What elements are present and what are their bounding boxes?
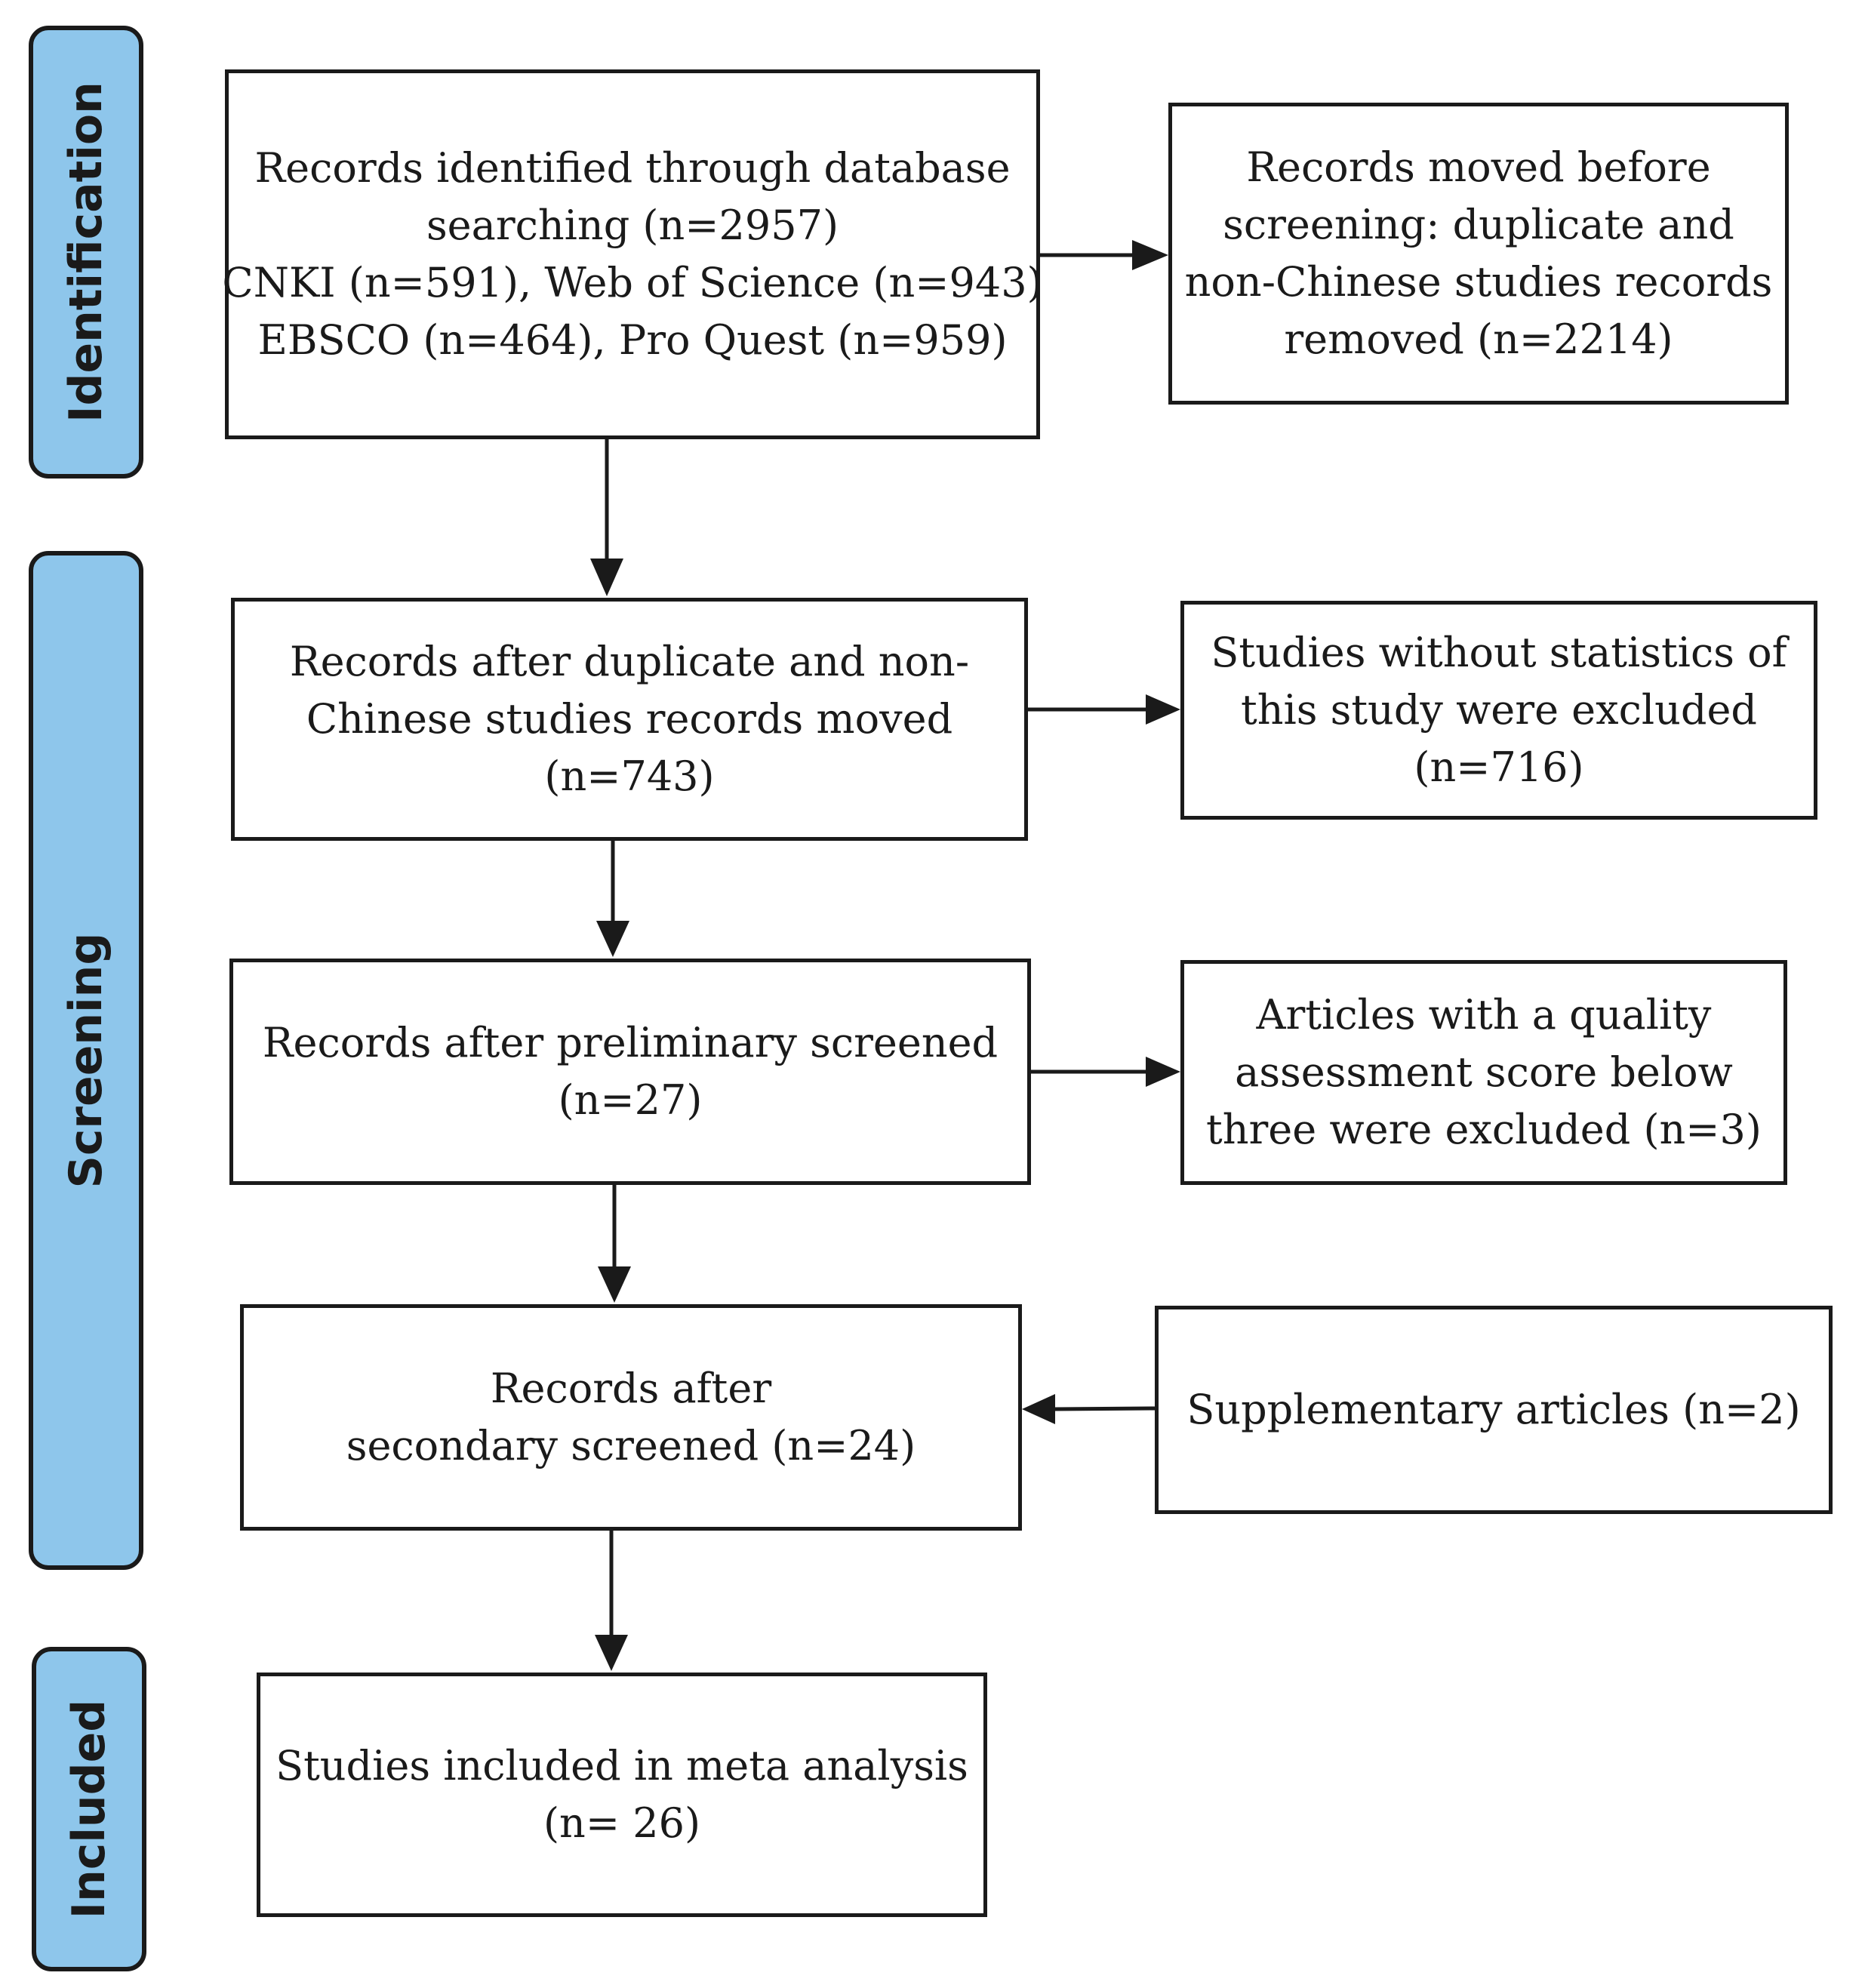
box-line: secondary screened (n=24) [346, 1422, 916, 1469]
arrow-supplementary-to-secondary [1054, 1406, 1156, 1411]
box-records-after-duplicates: Records after duplicate and non- Chinese… [231, 598, 1028, 841]
phase-included: Included [32, 1647, 146, 1971]
box-low-quality-excluded: Articles with a quality assessment score… [1180, 960, 1787, 1185]
box-line: Records identified through database [254, 144, 1011, 192]
box-studies-included: Studies included in meta analysis (n= 26… [257, 1673, 987, 1917]
arrowhead-supplementary-to-secondary [1022, 1394, 1055, 1424]
box-records-after-secondary: Records after secondary screened (n=24) [240, 1304, 1022, 1531]
box-records-identified: Records identified through database sear… [222, 69, 1043, 439]
box-line: Articles with a quality [1256, 991, 1712, 1039]
phase-identification: Identification [29, 26, 143, 479]
box-line: three were excluded (n=3) [1206, 1106, 1762, 1153]
box-line: searching (n=2957) [426, 202, 839, 249]
arrowhead-identified-to-removed [1132, 240, 1168, 270]
box-line: (n=27) [558, 1076, 703, 1124]
box-line: Records after duplicate and non- [289, 638, 970, 685]
box-line: assessment score below [1235, 1048, 1733, 1096]
box-line: Records after [490, 1365, 772, 1412]
box-line: screening: duplicate and [1223, 201, 1734, 248]
box-line: (n=716) [1414, 743, 1584, 791]
box-records-removed-before-screening: Records moved before screening: duplicat… [1168, 103, 1789, 405]
box-line: EBSCO (n=464), Pro Quest (n=959) [257, 316, 1008, 364]
box-line: non-Chinese studies records [1184, 258, 1773, 306]
arrowhead-after-duplicates-to-without-statistics [1146, 694, 1180, 725]
box-line: (n=743) [544, 752, 715, 800]
box-line: (n= 26) [543, 1799, 701, 1847]
arrowhead-secondary-to-included [595, 1635, 628, 1671]
box-line: this study were excluded [1241, 686, 1757, 734]
box-line: CNKI (n=591), Web of Science (n=943) [222, 259, 1043, 306]
box-line: Supplementary articles (n=2) [1186, 1386, 1801, 1433]
box-line: Records moved before [1246, 143, 1711, 191]
arrowhead-identified-to-after-duplicates [590, 559, 623, 596]
box-line: Studies included in meta analysis [275, 1742, 968, 1790]
box-line: removed (n=2214) [1284, 315, 1673, 363]
arrowhead-preliminary-to-low-quality [1146, 1057, 1180, 1087]
box-line: Studies without statistics of [1211, 629, 1787, 676]
phase-screening: Screening [29, 551, 143, 1570]
box-supplementary-articles: Supplementary articles (n=2) [1155, 1306, 1833, 1514]
box-records-after-preliminary: Records after preliminary screened (n=27… [229, 959, 1031, 1185]
box-line: Records after preliminary screened [262, 1019, 999, 1066]
arrowhead-after-duplicates-to-preliminary [596, 921, 629, 957]
box-line: Chinese studies records moved [306, 695, 953, 743]
box-studies-without-statistics: Studies without statistics of this study… [1180, 601, 1817, 820]
arrowhead-preliminary-to-secondary [598, 1266, 631, 1303]
